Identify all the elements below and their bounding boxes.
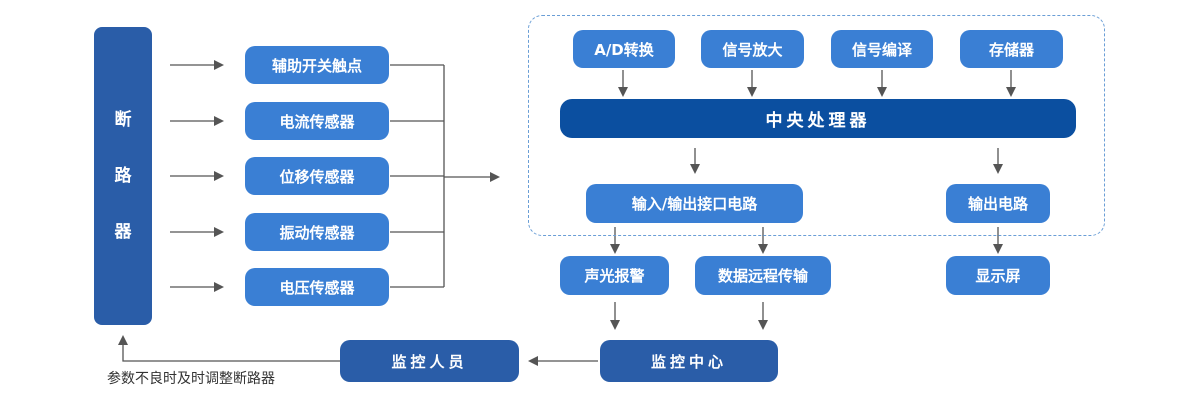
breaker-char-1: 断 xyxy=(114,110,132,130)
sensor-displacement: 位移传感器 xyxy=(245,157,389,195)
io-interface-circuit: 输入/输出接口电路 xyxy=(586,184,803,223)
module-storage: 存储器 xyxy=(960,30,1063,68)
monitoring-staff: 监控人员 xyxy=(340,340,519,382)
central-processor: 中央处理器 xyxy=(560,99,1076,138)
module-signal-compile: 信号编译 xyxy=(831,30,933,68)
remote-data-transmission: 数据远程传输 xyxy=(695,256,831,295)
sensor-vibration: 振动传感器 xyxy=(245,213,389,251)
feedback-note: 参数不良时及时调整断路器 xyxy=(107,371,275,387)
module-signal-amplify: 信号放大 xyxy=(701,30,804,68)
sensor-current: 电流传感器 xyxy=(245,102,389,140)
processing-unit-boundary xyxy=(528,15,1105,236)
sensor-aux-contact: 辅助开关触点 xyxy=(245,46,389,84)
output-circuit: 输出电路 xyxy=(946,184,1050,223)
breaker-char-3: 器 xyxy=(114,222,132,242)
sensor-voltage: 电压传感器 xyxy=(245,268,389,306)
module-ad-conversion: A/D转换 xyxy=(573,30,675,68)
breaker-char-2: 路 xyxy=(114,166,132,186)
circuit-breaker-box: 断 路 器 xyxy=(94,27,152,325)
monitoring-center: 监控中心 xyxy=(600,340,778,382)
sound-light-alarm: 声光报警 xyxy=(560,256,669,295)
display-screen: 显示屏 xyxy=(946,256,1050,295)
